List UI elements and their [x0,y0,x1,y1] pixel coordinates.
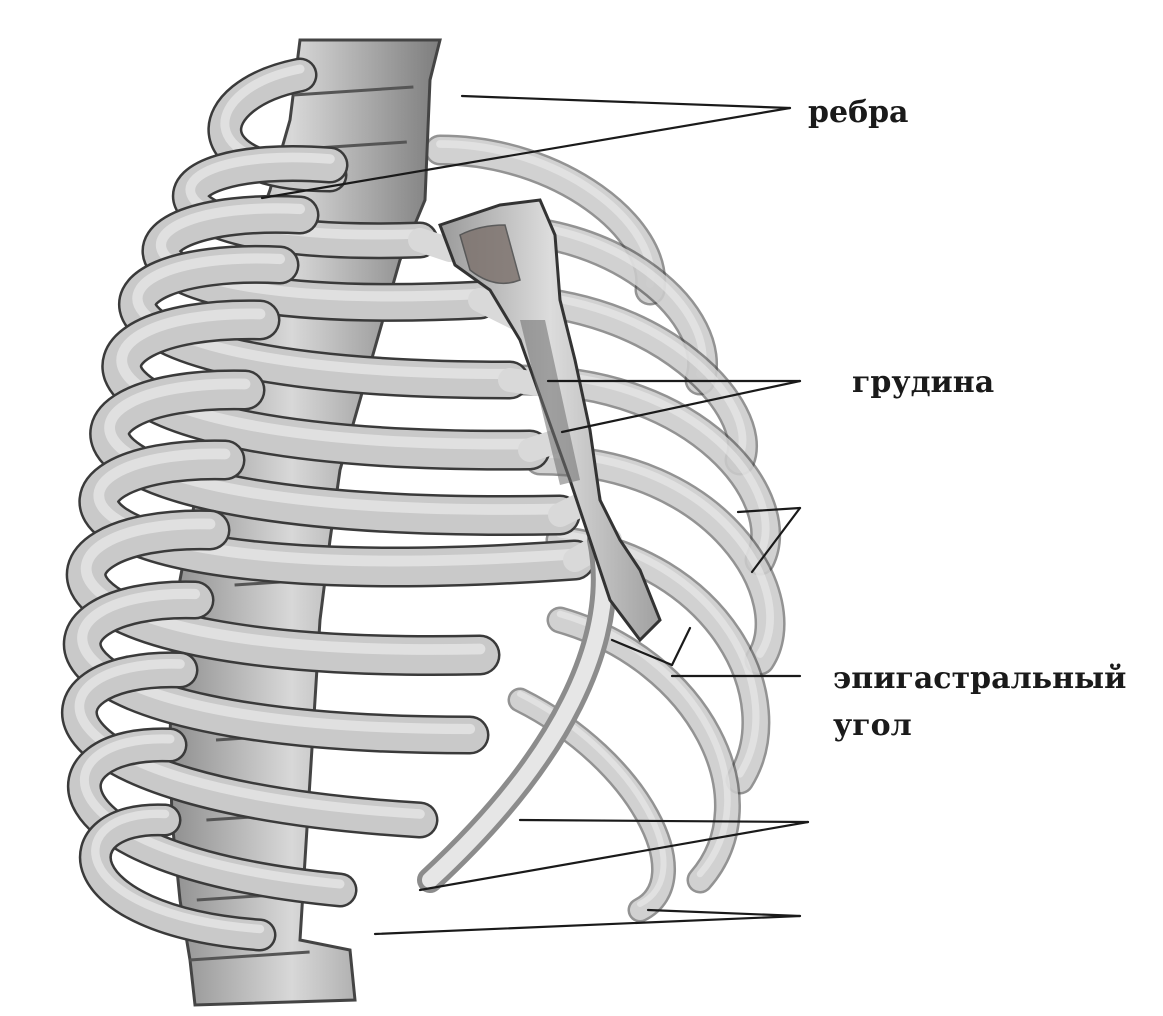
label-epigastric-line2: угол [833,708,912,743]
leader-epigastric-lower [672,628,690,665]
leader-floating-upper [648,910,800,916]
leader-costal-upper [520,820,808,822]
label-epigastric-line1: эпигастральный [833,661,1126,696]
label-ribs: ребра [808,95,909,130]
leader-floating-lower [375,916,800,934]
leader-ribs-upper [462,96,790,108]
label-sternum: грудина [852,365,994,400]
